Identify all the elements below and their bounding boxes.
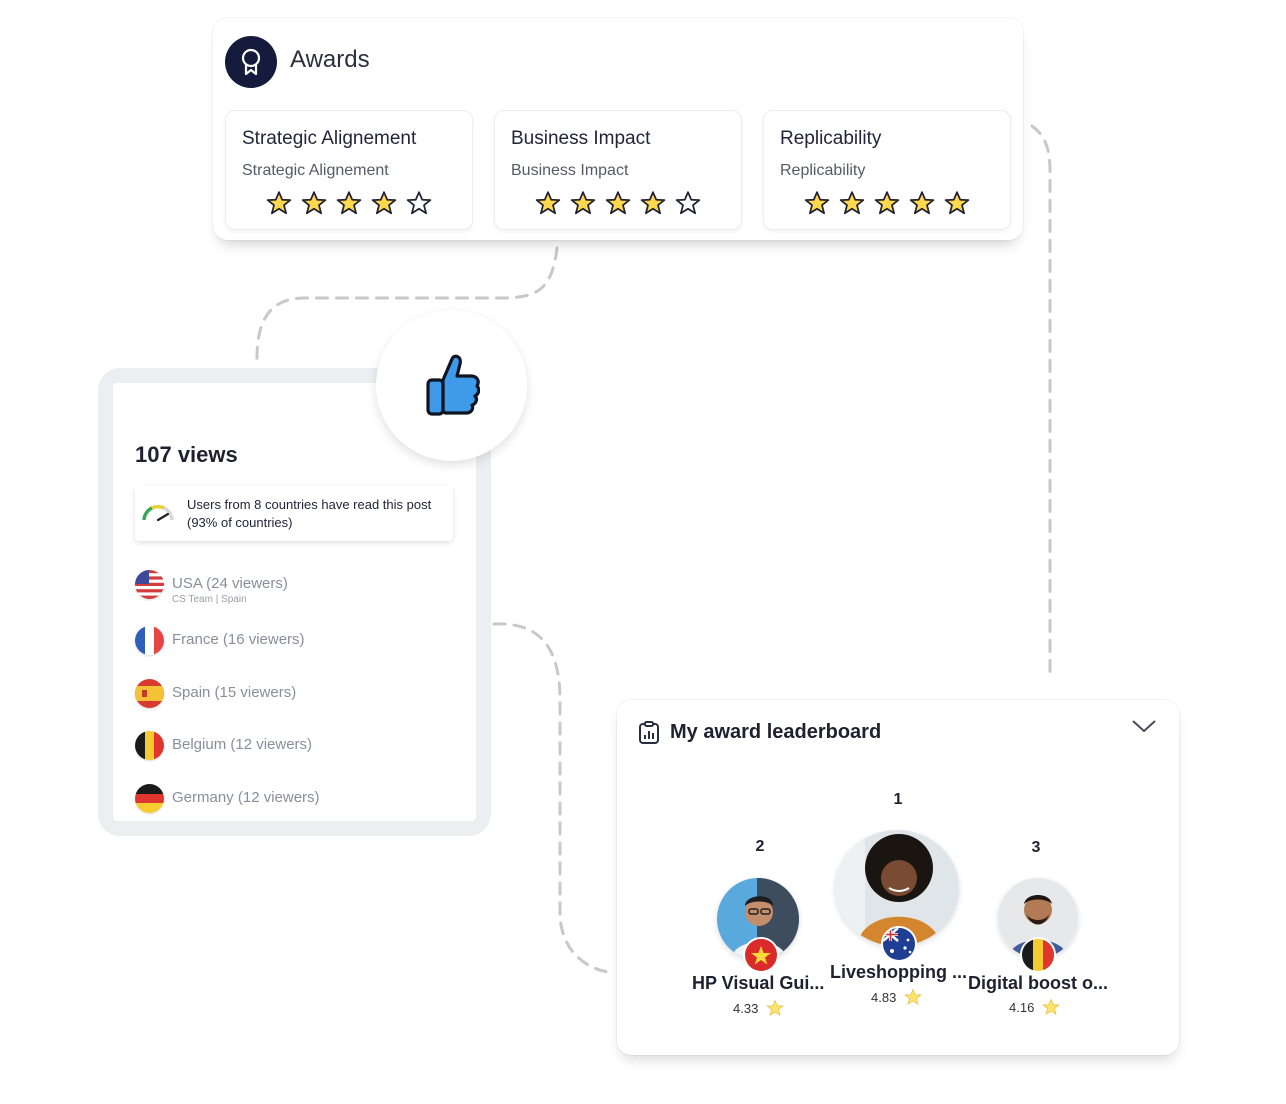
criterion-card-business-impact: Business Impact Business Impact xyxy=(494,110,742,230)
star-filled-icon[interactable] xyxy=(640,190,666,216)
thumbs-up-icon xyxy=(425,354,480,416)
france-flag-icon xyxy=(135,626,164,655)
leaderboard-card: My award leaderboard 2 HP Visual Gui... … xyxy=(617,700,1179,1055)
leaderboard-name[interactable]: Digital boost o... xyxy=(968,973,1108,993)
criterion-card-replicability: Replicability Replicability xyxy=(763,110,1011,230)
leaderboard-score: 4.33 xyxy=(733,999,785,1017)
star-filled-icon[interactable] xyxy=(336,190,362,216)
country-label: USA (24 viewers) xyxy=(172,575,288,592)
star-filled-icon[interactable] xyxy=(839,190,865,216)
belgium-flag-icon xyxy=(1020,937,1056,973)
vietnam-flag-icon xyxy=(743,937,779,973)
star-filled-icon[interactable] xyxy=(605,190,631,216)
star-filled-icon[interactable] xyxy=(371,190,397,216)
rank-number: 3 xyxy=(1031,839,1041,856)
criterion-subtitle: Replicability xyxy=(780,162,866,179)
star-empty-icon[interactable] xyxy=(675,190,701,216)
criterion-card-strategic-alignement: Strategic Alignement Strategic Alignemen… xyxy=(225,110,473,230)
star-filled-icon[interactable] xyxy=(535,190,561,216)
star-filled-icon[interactable] xyxy=(804,190,830,216)
awards-title: Awards xyxy=(290,46,370,73)
thumbs-up-badge xyxy=(376,310,527,461)
awards-card: Awards Strategic Alignement Strategic Al… xyxy=(213,18,1023,240)
germany-flag-icon xyxy=(135,784,164,813)
leaderboard-name[interactable]: Liveshopping ... xyxy=(830,962,968,982)
score-value: 4.16 xyxy=(1009,999,1035,1015)
clipboard-chart-icon xyxy=(639,721,659,744)
countries-summary-box: Users from 8 countries have read this po… xyxy=(135,486,453,541)
leaderboard-score: 4.83 xyxy=(871,988,923,1006)
star-icon xyxy=(766,999,785,1016)
star-rating[interactable] xyxy=(535,190,701,216)
criterion-title: Replicability xyxy=(780,128,882,149)
leaderboard-name[interactable]: HP Visual Gui... xyxy=(692,973,825,993)
country-label: Germany (12 viewers) xyxy=(172,789,320,806)
star-filled-icon[interactable] xyxy=(266,190,292,216)
country-label: France (16 viewers) xyxy=(172,631,305,648)
star-filled-icon[interactable] xyxy=(944,190,970,216)
belgium-flag-icon xyxy=(135,731,164,760)
spain-flag-icon xyxy=(135,679,164,708)
star-filled-icon[interactable] xyxy=(301,190,327,216)
chevron-down-icon[interactable] xyxy=(1131,718,1157,734)
gauge-icon xyxy=(142,504,174,522)
star-rating[interactable] xyxy=(804,190,970,216)
criterion-subtitle: Business Impact xyxy=(511,162,629,179)
star-icon xyxy=(1042,998,1061,1015)
criterion-subtitle: Strategic Alignement xyxy=(242,162,389,179)
australia-flag-icon xyxy=(881,926,917,962)
star-icon xyxy=(904,988,923,1005)
score-value: 4.33 xyxy=(733,1000,759,1016)
rank-number: 2 xyxy=(755,838,765,855)
star-filled-icon[interactable] xyxy=(570,190,596,216)
country-label: Belgium (12 viewers) xyxy=(172,736,313,753)
leaderboard-score: 4.16 xyxy=(1009,998,1061,1016)
award-ribbon-icon xyxy=(225,36,277,88)
star-filled-icon[interactable] xyxy=(874,190,900,216)
usa-flag-icon xyxy=(135,570,164,599)
star-empty-icon[interactable] xyxy=(406,190,432,216)
country-label: Spain (15 viewers) xyxy=(172,684,297,701)
score-value: 4.83 xyxy=(871,989,897,1005)
criterion-title: Strategic Alignement xyxy=(242,128,417,149)
rank-number: 1 xyxy=(893,791,903,808)
views-card-body xyxy=(113,383,476,821)
country-sublabel: CS Team | Spain xyxy=(172,594,247,605)
leaderboard-title: My award leaderboard xyxy=(670,721,882,743)
countries-summary-text: Users from 8 countries have read this po… xyxy=(187,497,432,530)
star-filled-icon[interactable] xyxy=(909,190,935,216)
views-count: 107 views xyxy=(135,442,238,467)
star-rating[interactable] xyxy=(266,190,432,216)
criterion-title: Business Impact xyxy=(511,128,651,149)
